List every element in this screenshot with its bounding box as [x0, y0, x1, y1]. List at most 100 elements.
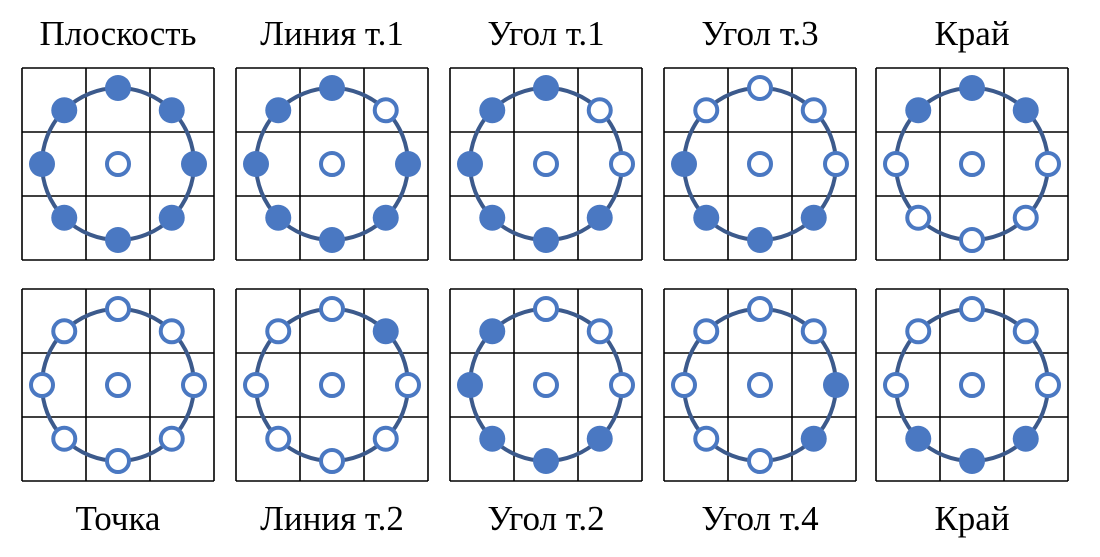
- center-point: [533, 372, 559, 398]
- grid: [449, 67, 643, 261]
- center-point: [747, 372, 773, 398]
- grid: [21, 67, 215, 261]
- neighbor-point-bottom-hollow: [747, 448, 773, 474]
- neighbor-point-bottom-left-filled: [479, 204, 506, 231]
- neighbor-point-right-hollow: [609, 151, 635, 177]
- neighbor-point-top-right-filled: [372, 318, 399, 345]
- center-point: [747, 151, 773, 177]
- pattern-panel-bottom-row-5: Край: [875, 288, 1069, 538]
- neighbor-point-bottom-right-hollow: [1012, 204, 1039, 231]
- center-point: [533, 151, 559, 177]
- pattern-panel-top-row-2: Линия т.1: [235, 14, 429, 261]
- grid: [235, 67, 429, 261]
- grid: [663, 67, 857, 261]
- neighbor-point-right-hollow: [395, 372, 421, 398]
- grid: [875, 67, 1069, 261]
- neighbor-point-bottom-right-filled: [800, 204, 827, 231]
- neighbor-point-bottom-right-filled: [586, 204, 613, 231]
- neighbor-point-bottom-left-filled: [479, 425, 506, 452]
- neighbor-point-top-right-hollow: [1012, 318, 1039, 345]
- center-point: [959, 372, 985, 398]
- neighbor-point-bottom-left-hollow: [905, 204, 932, 231]
- neighbor-point-bottom-right-filled: [372, 204, 399, 231]
- neighbor-point-right-filled: [181, 151, 207, 177]
- neighbor-point-left-filled: [457, 372, 483, 398]
- neighbor-point-right-hollow: [609, 372, 635, 398]
- neighbor-point-bottom-filled: [747, 227, 773, 253]
- panel-caption: Плоскость: [39, 14, 196, 53]
- neighbor-point-left-hollow: [671, 372, 697, 398]
- center-point: [959, 151, 985, 177]
- neighbor-point-bottom-right-filled: [800, 425, 827, 452]
- neighbor-point-bottom-filled: [105, 227, 131, 253]
- neighbor-point-top-right-filled: [158, 97, 185, 124]
- neighbor-point-top-filled: [319, 75, 345, 101]
- neighbor-point-bottom-right-filled: [586, 425, 613, 452]
- neighbor-point-top-left-hollow: [693, 97, 720, 124]
- neighbor-point-bottom-filled: [319, 227, 345, 253]
- neighbor-point-left-filled: [671, 151, 697, 177]
- neighbor-point-top-left-filled: [479, 97, 506, 124]
- panel-caption: Угол т.4: [701, 499, 818, 538]
- neighbor-point-top-left-filled: [265, 97, 292, 124]
- panel-caption: Угол т.3: [701, 14, 818, 53]
- pattern-panel-top-row-5: Край: [875, 14, 1069, 261]
- panel-caption: Угол т.1: [487, 14, 604, 53]
- panel-caption: Угол т.2: [487, 499, 604, 538]
- neighbor-point-bottom-right-filled: [1012, 425, 1039, 452]
- neighbor-point-top-right-filled: [1012, 97, 1039, 124]
- neighbor-point-bottom-left-filled: [51, 204, 78, 231]
- grid: [449, 288, 643, 482]
- panel-caption: Край: [934, 499, 1009, 538]
- neighbor-point-top-right-hollow: [158, 318, 185, 345]
- center-point: [105, 372, 131, 398]
- center-point: [319, 372, 345, 398]
- pattern-panel-top-row-3: Угол т.1: [449, 14, 643, 261]
- neighbor-point-top-right-hollow: [372, 97, 399, 124]
- neighbor-point-right-hollow: [1035, 151, 1061, 177]
- neighbor-point-top-left-hollow: [51, 318, 78, 345]
- neighbor-point-top-left-filled: [51, 97, 78, 124]
- neighbor-point-bottom-right-hollow: [372, 425, 399, 452]
- grid: [21, 288, 215, 482]
- neighbor-point-top-hollow: [533, 296, 559, 322]
- neighbor-point-left-hollow: [883, 372, 909, 398]
- neighbor-point-top-filled: [959, 75, 985, 101]
- neighbor-point-left-hollow: [883, 151, 909, 177]
- pattern-panel-top-row-1: Плоскость: [21, 14, 215, 261]
- neighbor-point-bottom-left-hollow: [265, 425, 292, 452]
- neighbor-point-top-filled: [533, 75, 559, 101]
- neighbor-point-left-hollow: [29, 372, 55, 398]
- panel-caption: Край: [934, 14, 1009, 53]
- panel-caption: Линия т.2: [260, 499, 404, 538]
- panel-caption: Точка: [76, 499, 161, 538]
- neighbor-point-left-hollow: [243, 372, 269, 398]
- neighbor-point-top-right-hollow: [586, 318, 613, 345]
- grid: [875, 288, 1069, 482]
- neighbor-point-right-filled: [823, 372, 849, 398]
- neighbor-point-bottom-right-hollow: [158, 425, 185, 452]
- neighbor-point-bottom-left-hollow: [693, 425, 720, 452]
- pattern-panel-bottom-row-2: Линия т.2: [235, 288, 429, 538]
- pattern-panel-bottom-row-3: Угол т.2: [449, 288, 643, 538]
- neighbor-point-top-hollow: [747, 75, 773, 101]
- neighbor-point-bottom-hollow: [319, 448, 345, 474]
- neighbor-point-top-filled: [105, 75, 131, 101]
- neighbor-point-top-right-hollow: [800, 318, 827, 345]
- grid: [663, 288, 857, 482]
- neighbor-point-right-filled: [395, 151, 421, 177]
- neighbor-point-bottom-hollow: [959, 227, 985, 253]
- neighbor-point-top-right-hollow: [800, 97, 827, 124]
- neighbor-point-top-hollow: [319, 296, 345, 322]
- neighbor-point-bottom-filled: [959, 448, 985, 474]
- center-point: [105, 151, 131, 177]
- pattern-panel-bottom-row-1: Точка: [21, 288, 215, 538]
- neighbor-point-left-filled: [29, 151, 55, 177]
- neighbor-point-bottom-filled: [533, 448, 559, 474]
- neighbor-point-bottom-hollow: [105, 448, 131, 474]
- neighbor-point-top-left-filled: [479, 318, 506, 345]
- neighbor-point-left-filled: [243, 151, 269, 177]
- neighbor-point-right-hollow: [181, 372, 207, 398]
- neighbor-point-bottom-left-filled: [693, 204, 720, 231]
